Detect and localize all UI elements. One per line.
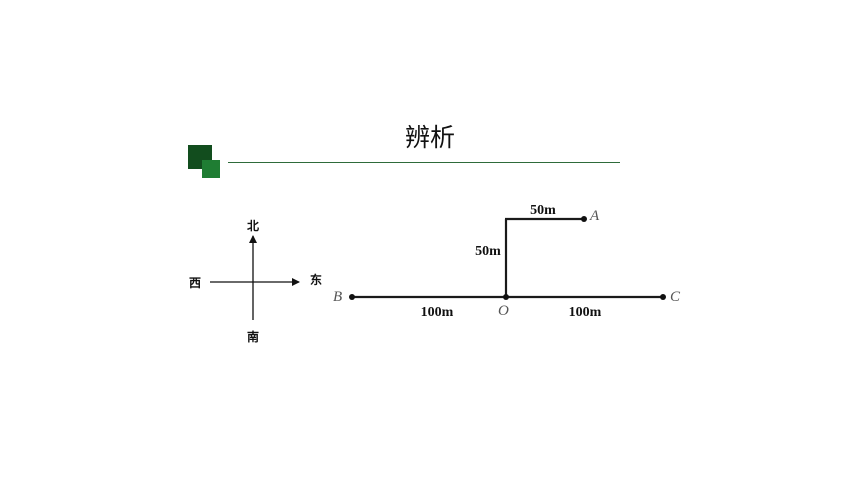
title-underline xyxy=(228,162,620,163)
point-b-dot xyxy=(349,294,355,300)
compass: 北 南 东 西 xyxy=(189,218,322,344)
distance-o-to-c-label: 100m xyxy=(569,305,602,320)
decor-square-light xyxy=(202,160,220,178)
point-a-dot xyxy=(581,216,587,222)
compass-west-label: 西 xyxy=(189,276,201,290)
point-b-label: B xyxy=(333,289,342,305)
compass-south-label: 南 xyxy=(247,329,259,344)
compass-north-label: 北 xyxy=(247,218,259,233)
point-c-label: C xyxy=(670,289,681,305)
distance-up-to-a-label: 50m xyxy=(530,203,556,218)
route xyxy=(349,216,666,300)
point-o-dot xyxy=(503,294,509,300)
point-a-label: A xyxy=(589,208,600,224)
distance-b-to-o-label: 100m xyxy=(421,305,454,320)
slide-title: 辨析 xyxy=(404,123,455,152)
distance-o-up-label: 50m xyxy=(475,244,501,259)
point-o-label: O xyxy=(498,303,509,319)
point-c-dot xyxy=(660,294,666,300)
compass-east-label: 东 xyxy=(310,272,322,287)
